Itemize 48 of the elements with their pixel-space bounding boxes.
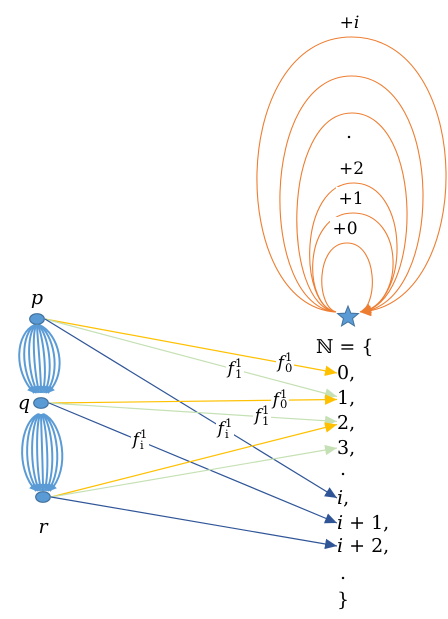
- ellipsis: .: [340, 458, 346, 480]
- arrow: [50, 496, 338, 550]
- arrow: [44, 318, 338, 499]
- arrow: [44, 318, 338, 376]
- star-icon: [336, 304, 360, 328]
- curved-arrow: [26, 413, 40, 492]
- curved-arrow: [36, 324, 44, 394]
- arrow: [48, 402, 338, 426]
- ellipsis: .: [340, 562, 346, 584]
- arrow: [44, 318, 338, 399]
- arrow: [50, 444, 338, 498]
- loop-arrow: [312, 212, 394, 314]
- curved-arrow: [21, 413, 40, 492]
- loop-arrow: [321, 242, 373, 312]
- curved-arrow: [36, 414, 43, 492]
- vertex-label: r: [38, 517, 48, 538]
- loop-arrow: [280, 75, 424, 314]
- curved-arrow: [18, 324, 36, 394]
- curved-arrow: [32, 324, 41, 394]
- vertex-label: q: [18, 393, 30, 414]
- curved-arrow: [42, 413, 58, 492]
- set-element: i + 2,: [337, 535, 390, 557]
- vertex-label: p: [30, 288, 44, 309]
- curved-arrow: [40, 414, 46, 491]
- curved-arrow: [42, 413, 54, 492]
- curved-arrow: [36, 324, 48, 394]
- arrow: [48, 402, 338, 524]
- ellipsis: .: [346, 121, 352, 143]
- curved-arrow: [31, 413, 41, 492]
- set-element: i + 1,: [337, 512, 390, 534]
- loop-arrow: [256, 36, 446, 314]
- set-element: 1,: [337, 387, 356, 409]
- arrow: [50, 422, 338, 498]
- set-element: i,: [337, 487, 350, 509]
- loop-arrow: [309, 182, 398, 314]
- loop-arrow: [296, 112, 408, 313]
- curved-arrow: [40, 414, 50, 492]
- curved-arrow: [42, 413, 64, 492]
- set-element: 3,: [337, 437, 356, 459]
- curved-arrow: [23, 324, 37, 394]
- curved-arrow: [28, 324, 39, 394]
- curved-arrow: [39, 324, 61, 394]
- curved-arrow: [38, 324, 51, 394]
- closing-brace: }: [336, 589, 350, 611]
- curved-arrow: [38, 324, 56, 394]
- set-element: 2,: [337, 412, 356, 434]
- set-notation: ℕ = {: [316, 336, 374, 358]
- set-element: 0,: [337, 362, 356, 384]
